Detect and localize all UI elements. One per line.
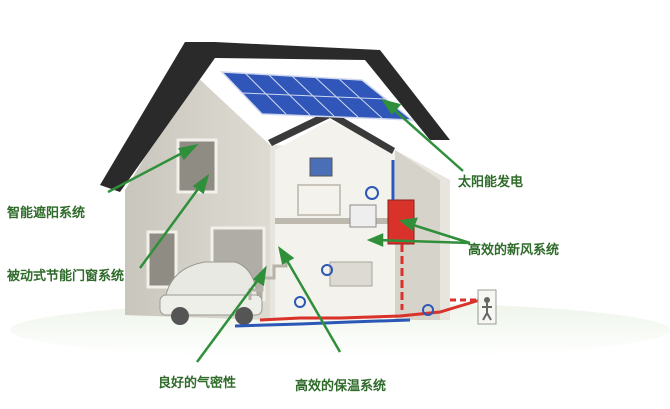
floor-slab — [275, 218, 395, 224]
radiator — [330, 262, 372, 286]
label-insulation: 高效的保温系统 — [295, 375, 386, 394]
label-windows: 被动式节能门窗系统 — [7, 265, 124, 284]
tv-monitor — [310, 158, 332, 176]
label-ventilation: 高效的新风系统 — [468, 239, 559, 258]
control-panel — [350, 205, 376, 227]
label-solar: 太阳能发电 — [458, 171, 523, 190]
label-shading: 智能遮阳系统 — [7, 202, 85, 221]
window-lower-left — [148, 232, 176, 287]
label-airtight: 良好的气密性 — [158, 372, 236, 391]
